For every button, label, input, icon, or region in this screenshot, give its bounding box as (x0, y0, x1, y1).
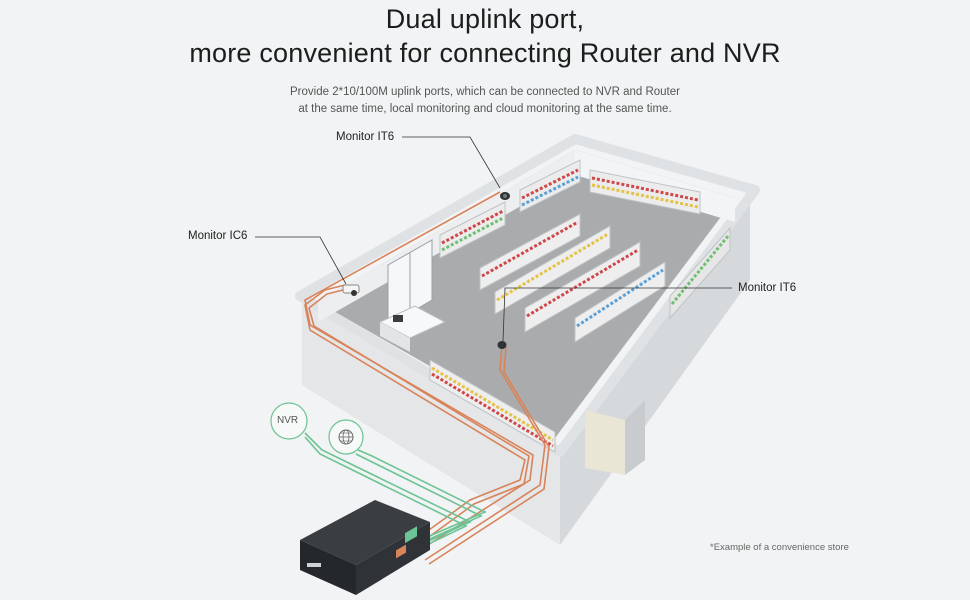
globe-icon (328, 419, 364, 455)
camera-ic6-left (342, 284, 360, 296)
pillar (585, 410, 625, 475)
callout-lines (255, 136, 732, 342)
checkout-counter (378, 305, 447, 339)
description-line-2: at the same time, local monitoring and c… (298, 103, 672, 115)
poe-switch (300, 500, 430, 595)
callout-monitor-ic6: Monitor IC6 (188, 230, 248, 242)
footnote: *Example of a convenience store (710, 542, 849, 553)
register-icon (393, 315, 403, 322)
nvr-badge (270, 402, 308, 440)
headline-line-1: Dual uplink port, (385, 4, 585, 34)
camera-it6-top (500, 192, 510, 200)
poe-cables (304, 191, 550, 565)
products (431, 168, 730, 448)
headline-line-2: more convenient for connecting Router an… (189, 38, 781, 68)
callout-monitor-it6-top: Monitor IT6 (336, 131, 395, 143)
wall-front-left (302, 300, 560, 545)
camera-it6-center (497, 341, 507, 349)
nvr-label: NVR (277, 415, 299, 426)
uplink-cables (304, 432, 487, 550)
description-line-1: Provide 2*10/100M uplink ports, which ca… (290, 86, 680, 98)
callout-monitor-it6-right: Monitor IT6 (738, 282, 797, 294)
